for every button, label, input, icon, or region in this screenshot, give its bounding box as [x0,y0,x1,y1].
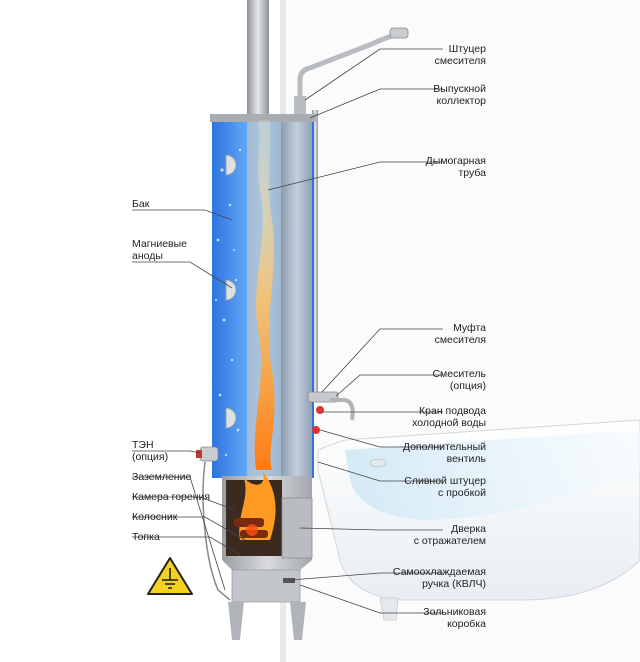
label-kran-podvoda: Кран подвода холодной воды [412,405,486,429]
label-dverka: Дверка с отражателем [413,523,486,547]
water-bubbles [214,148,242,457]
label-shtutser-smesitelya: Штуцер смесителя [434,43,486,67]
label-slivnoy-shtutser: Сливной штуцер с пробкой [404,475,486,499]
flue-flame [254,120,275,470]
label-topka: Топка [132,531,160,543]
ash-box [231,569,301,603]
label-smesitel: Смеситель (опция) [432,368,486,392]
shower-head [389,27,409,39]
shower-pipe [297,33,393,100]
heating-element [199,446,219,462]
label-mufta-smesitelya: Муфта смесителя [434,322,486,346]
label-vypusknoy-kollektor: Выпускной коллектор [433,83,486,107]
riser-pipe [312,110,318,400]
label-zazemlenie: Заземление [132,471,192,483]
leg-left [228,602,244,640]
tank-top [210,114,316,122]
ground-warning-icon [147,557,193,595]
label-kolosnik: Колосник [132,511,178,523]
ground-wire [202,461,231,601]
magnesium-anodes [225,154,237,429]
label-kamera-goreniya: Камера горения [132,491,211,503]
label-dymogarnaya-truba: Дымогарная труба [425,155,486,179]
tank-steel-face [282,118,312,478]
label-ruchka: Самоохлаждаемая ручка (КВЛЧ) [392,566,486,590]
label-bak: Бак [132,198,150,210]
label-magnievye-anody: Магниевые аноды [132,238,188,262]
label-dop-ventil: Дополнительный вентиль [402,441,486,465]
label-zolnikovaya-korobka: Зольниковая коробка [423,606,486,630]
cool-handle [283,578,295,583]
leg-right [290,602,306,640]
leader-lines [132,48,443,614]
bath-water [345,430,640,520]
label-ten: ТЭН (опция) [132,439,169,463]
mixer-fitting [294,96,306,118]
chimney-pipe [247,0,269,120]
